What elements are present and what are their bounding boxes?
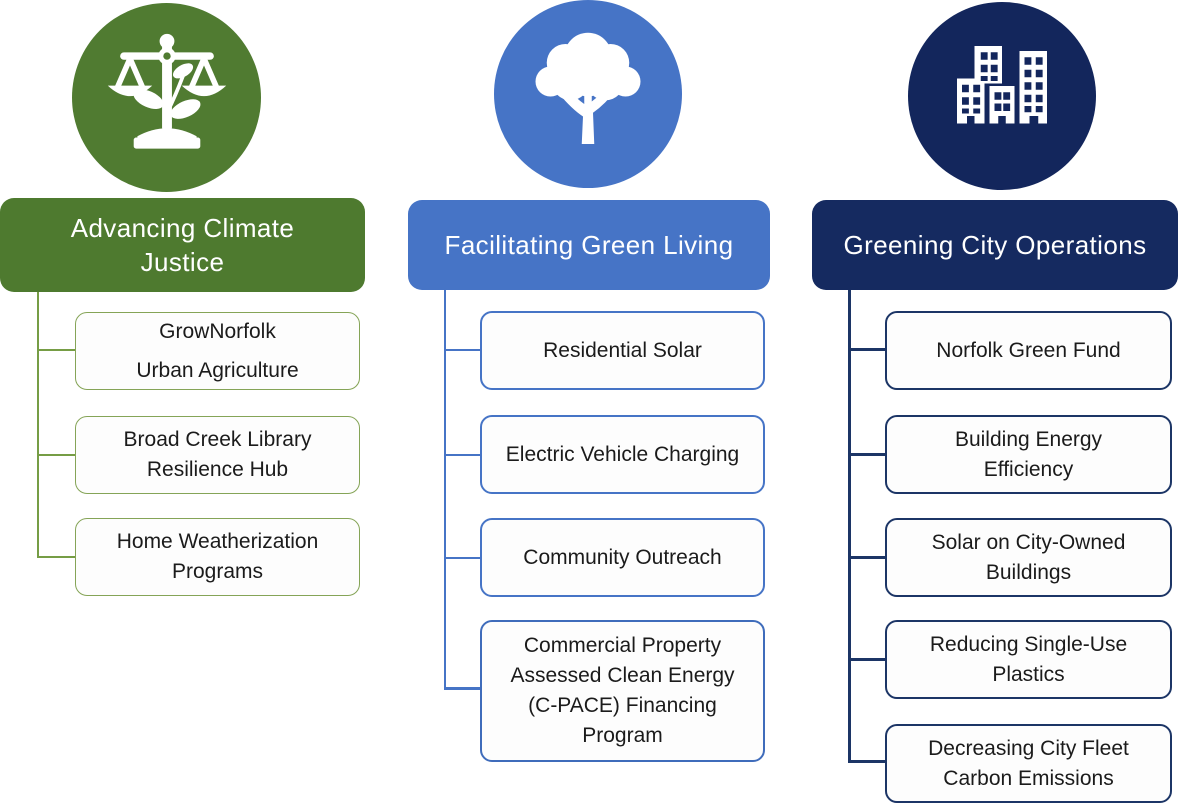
connector-line xyxy=(444,557,480,559)
program-label-line: Buildings xyxy=(985,560,1072,584)
city-buildings-icon-svg xyxy=(957,46,1047,124)
program-box-norfolk-green-fund: Norfolk Green Fund xyxy=(885,311,1172,390)
connector-line xyxy=(37,349,75,351)
connector-line xyxy=(444,290,446,689)
program-label-line: Decreasing City Fleet xyxy=(928,736,1129,760)
connector-line xyxy=(444,454,480,456)
scales-with-plant-icon-svg xyxy=(107,33,226,149)
program-box-solar-on-city-owned-buildings: Solar on City-Owned Buildings xyxy=(885,518,1172,597)
program-label-line: (C-PACE) Financing xyxy=(528,694,717,717)
connector-line xyxy=(848,290,851,763)
program-box-reducing-single-use-plastics: Reducing Single-Use Plastics xyxy=(885,620,1172,699)
connector-line xyxy=(848,453,885,456)
connector-line xyxy=(444,349,480,351)
program-box-home-weatherization-programs: Home Weatherization Programs xyxy=(75,518,360,596)
tree-icon xyxy=(494,0,682,188)
connector-line xyxy=(37,556,75,558)
city-buildings-icon xyxy=(908,2,1096,190)
program-box-grownorfolk-urban-agriculture: GrowNorfolk Urban Agriculture xyxy=(75,312,360,390)
program-label-line: Urban Agriculture xyxy=(136,359,299,382)
program-box-residential-solar: Residential Solar xyxy=(480,311,765,390)
program-box-electric-vehicle-charging: Electric Vehicle Charging xyxy=(480,415,765,494)
program-label-line: Assessed Clean Energy xyxy=(510,664,735,688)
header-advancing-climate-justice: Advancing Climate Justice xyxy=(0,198,365,292)
program-label-line: GrowNorfolk xyxy=(159,319,276,343)
header-label-line: Greening City Operations xyxy=(843,229,1147,260)
program-box-broad-creek-library-resilience-hub: Broad Creek Library Resilience Hub xyxy=(75,416,360,494)
program-box-cpace-financing-program: Commercial Property Assessed Clean Energ… xyxy=(480,620,765,762)
connector-line xyxy=(848,760,885,763)
header-label-line: Advancing Climate xyxy=(70,212,295,243)
header-greening-city-operations: Greening City Operations xyxy=(812,200,1178,290)
program-label-line: Electric Vehicle Charging xyxy=(505,442,740,466)
connector-line xyxy=(37,292,39,557)
header-label-line: Justice xyxy=(140,247,225,277)
program-label-line: Residential Solar xyxy=(543,338,702,362)
connector-line xyxy=(848,658,885,661)
program-label-line: Efficiency xyxy=(983,457,1074,481)
program-label-line: Commercial Property xyxy=(523,634,722,658)
program-label-line: Program xyxy=(582,723,663,747)
program-box-building-energy-efficiency: Building Energy Efficiency xyxy=(885,415,1172,494)
program-box-decreasing-city-fleet-carbon-emissions: Decreasing City Fleet Carbon Emissions xyxy=(885,724,1172,803)
program-label-line: Building Energy xyxy=(954,427,1103,451)
tree-icon-svg xyxy=(535,32,641,144)
connector-line xyxy=(37,454,75,456)
program-label-line: Reducing Single-Use xyxy=(929,632,1128,656)
program-box-community-outreach: Community Outreach xyxy=(480,518,765,597)
program-label-line: Home Weatherization xyxy=(116,530,319,554)
program-label-line: Broad Creek Library xyxy=(123,428,312,452)
scales-with-plant-icon xyxy=(72,3,261,192)
connector-line xyxy=(444,687,480,690)
program-label-line: Norfolk Green Fund xyxy=(936,338,1121,362)
header-label-line: Facilitating Green Living xyxy=(444,229,734,260)
header-facilitating-green-living: Facilitating Green Living xyxy=(408,200,770,290)
program-label-line: Carbon Emissions xyxy=(943,766,1114,790)
program-label-line: Community Outreach xyxy=(523,545,722,569)
program-label-line: Solar on City-Owned xyxy=(931,530,1126,554)
connector-line xyxy=(848,348,885,351)
program-label-line: Resilience Hub xyxy=(146,458,289,481)
program-label-line: Plastics xyxy=(992,662,1065,686)
program-label-line: Programs xyxy=(171,560,264,583)
connector-line xyxy=(848,556,885,559)
